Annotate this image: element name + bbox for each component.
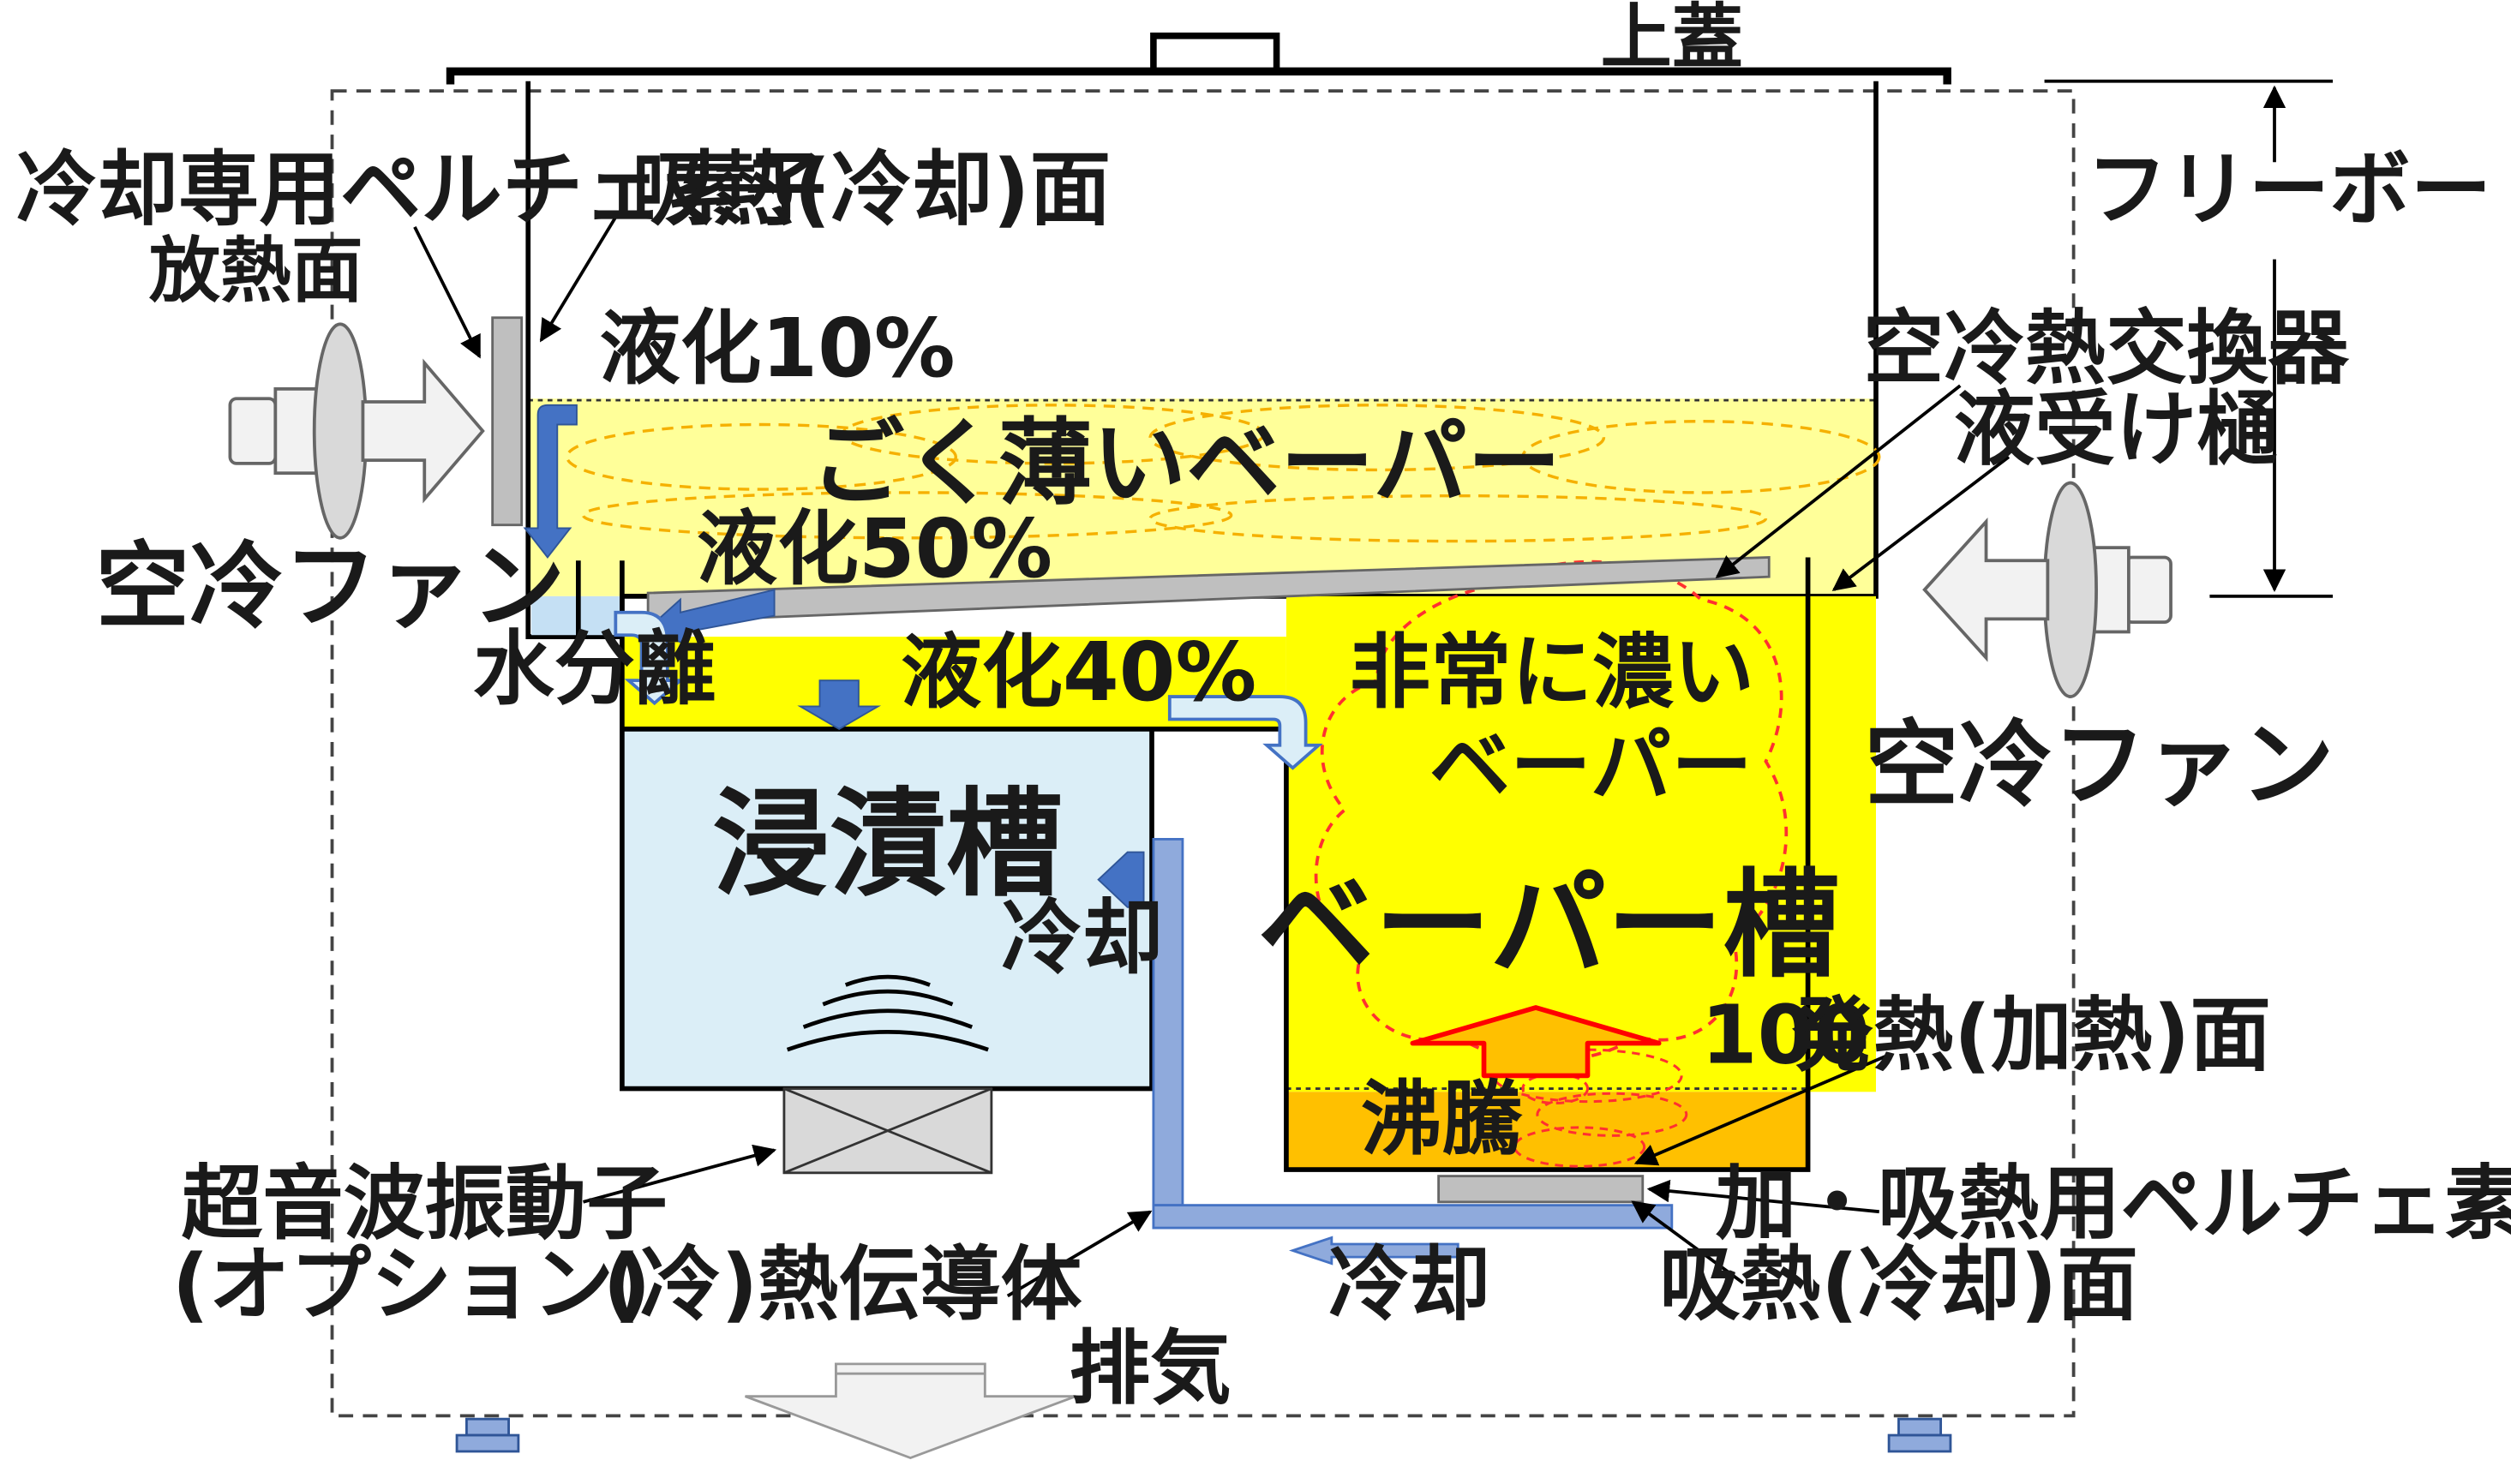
left-fan-icon xyxy=(228,322,485,540)
lid xyxy=(446,33,1951,85)
water-separation-label: 水分離 xyxy=(473,622,716,716)
heating-peltier xyxy=(1437,1175,1645,1204)
heat-face-label: 発熱(加熱)面 xyxy=(1792,988,2271,1082)
heat-conductor xyxy=(1152,838,1674,1266)
cooling-bottom-label: 冷却 xyxy=(1328,1237,1490,1331)
outer-housing xyxy=(330,89,2076,1418)
exhaust-arrow-icon xyxy=(745,1362,1076,1460)
lid-label: 上蓋 xyxy=(1601,0,1743,79)
liquefaction-40-label: 液化40% xyxy=(901,625,1256,720)
freeboard-label: フリーボード xyxy=(2087,143,2511,237)
cooling-peltier-label: 冷却専用ペルチェ素子 xyxy=(16,143,826,237)
thin-vapor-cloud xyxy=(565,404,1881,543)
heat-absorb-peltier-label: 加・吸熱用ペルチェ素子 xyxy=(1716,1157,2511,1251)
right-fan-icon xyxy=(1922,481,2172,698)
fan-left-label: 空冷ファン xyxy=(96,531,566,641)
boiling-label: 沸騰 xyxy=(1361,1073,1524,1167)
air-heat-exchanger-label: 空冷熱交換器 xyxy=(1863,302,2351,396)
ultrasonic-transducer xyxy=(782,1087,993,1175)
absorb-face-bottom-label: 吸熱(冷却)面 xyxy=(1659,1237,2138,1331)
cooling-peltier xyxy=(491,316,524,527)
leader-lines xyxy=(413,216,2011,1298)
temp-100-label: 100 xyxy=(1701,988,1870,1082)
liquefaction-arrows xyxy=(523,404,1145,908)
vapor-tank xyxy=(1284,595,1876,1172)
heat-conductor-label: (冷)熱伝導体 xyxy=(603,1237,1082,1331)
cooling-mid-label: 冷却 xyxy=(1001,891,1163,985)
ultrasonic-line1-label: 超音波振動子 xyxy=(182,1157,668,1251)
fan-right-label: 空冷ファン xyxy=(1865,709,2334,819)
thin-vapor-label: ごく薄いベーパー xyxy=(811,409,1561,518)
immersion-tank-label: 浸漬槽 xyxy=(713,777,1063,913)
dense-vapor-line2-label: ベーパー xyxy=(1429,719,1753,813)
liquid-trough-label: 液受け樋 xyxy=(1954,382,2278,476)
vapor-tank-label: ベーパー槽 xyxy=(1258,859,1840,994)
liquefaction-50-label: 液化50% xyxy=(697,502,1052,596)
absorb-face-top-label: 吸熱(冷却)面 xyxy=(632,143,1111,237)
feet xyxy=(455,1417,1952,1453)
heat-release-face-label: 放熱面 xyxy=(149,229,363,312)
flow-arrows xyxy=(614,610,1323,770)
exhaust-label: 排気 xyxy=(1070,1322,1232,1416)
heat-up-arrow xyxy=(1410,1005,1662,1079)
freeboard-dimension xyxy=(2044,79,2334,598)
ultrasonic-waves-icon xyxy=(786,974,989,1052)
dense-vapor-line1-label: 非常に濃い xyxy=(1350,625,1755,720)
liquefaction-10-label: 液化10% xyxy=(599,302,955,396)
ultrasonic-line2-label: (オプション) xyxy=(172,1237,651,1331)
